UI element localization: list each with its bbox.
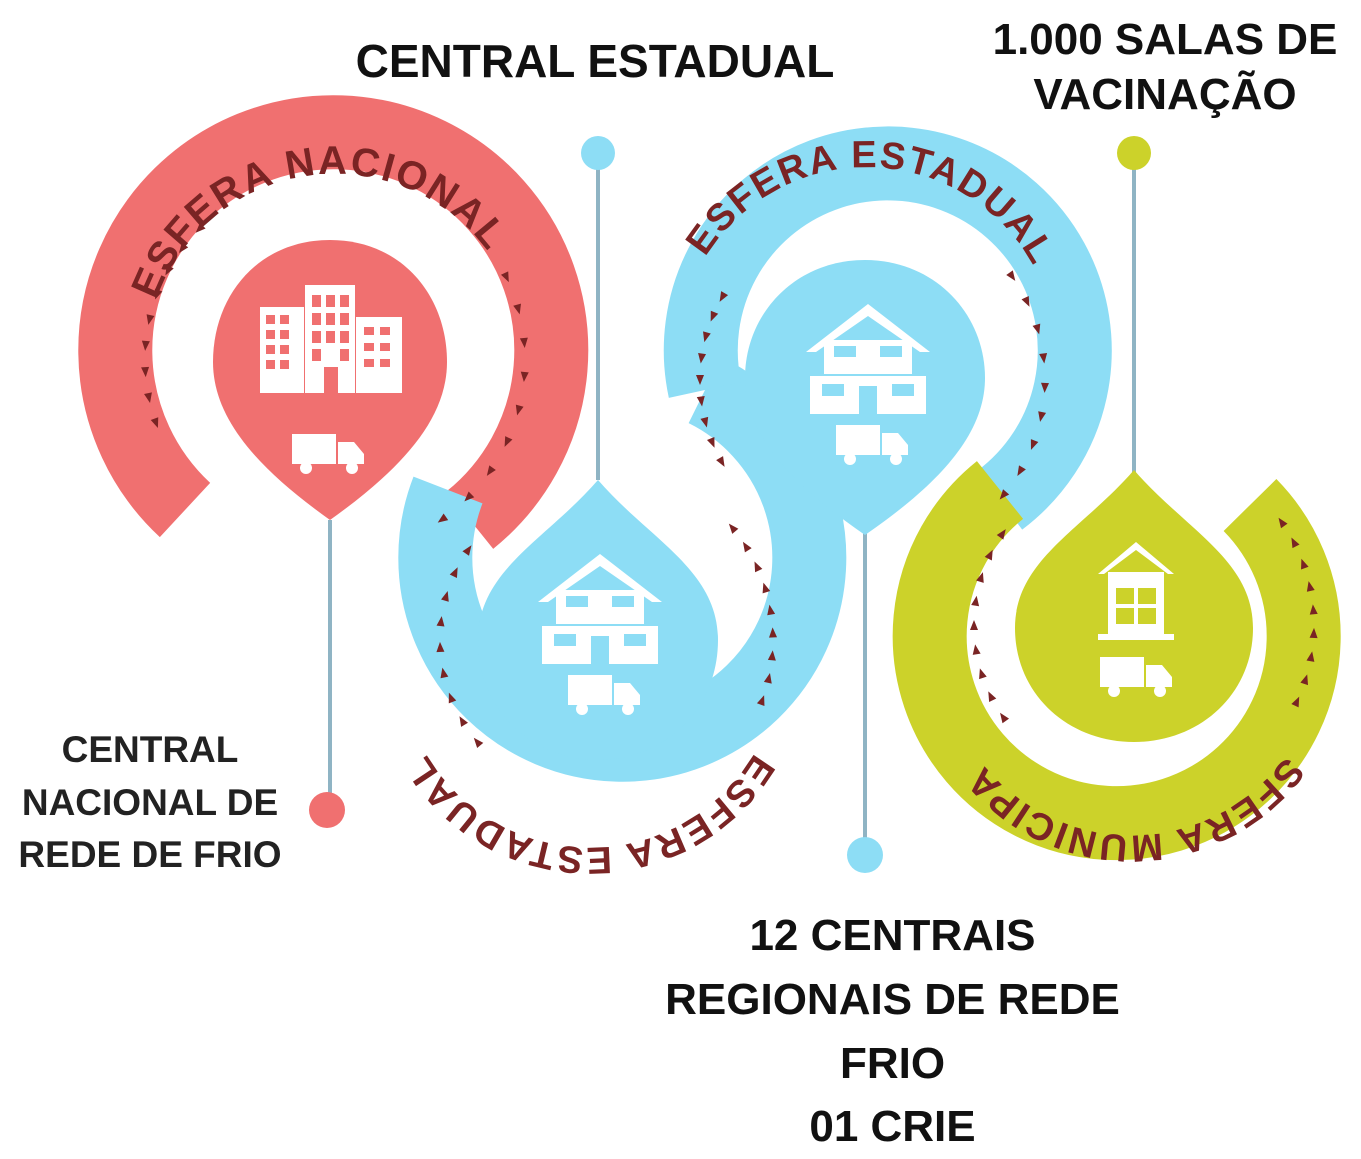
- arrow-chevron: [504, 436, 513, 447]
- arrow-chevron: [972, 644, 981, 655]
- arrow-chevron: [996, 529, 1006, 540]
- arrow-chevron: [703, 331, 711, 343]
- arrow-chevron: [1000, 712, 1010, 724]
- arrow-chevron: [1006, 270, 1016, 281]
- band-state-top: [663, 126, 1112, 530]
- arrow-chevron: [448, 692, 457, 704]
- arrow-chevron: [728, 523, 739, 534]
- dot-national: [309, 792, 345, 828]
- arrow-chevron: [971, 595, 980, 607]
- arrow-chevron: [141, 366, 150, 378]
- arrow-chevron: [500, 271, 509, 283]
- arrow-chevron: [441, 591, 449, 602]
- arrow-chevron: [520, 371, 529, 382]
- arrow-chevron: [698, 353, 707, 364]
- arrow-chevron: [165, 264, 174, 276]
- arrow-chevron: [436, 641, 445, 653]
- arrow-chevron: [984, 549, 993, 561]
- band-state-bottom: [398, 356, 847, 782]
- arrow-chevron: [178, 242, 189, 253]
- arrow-chevron: [515, 404, 524, 416]
- connector-lines: [328, 155, 1136, 850]
- arrow-chevron: [700, 416, 709, 428]
- arrow-chevron: [1032, 323, 1041, 335]
- arrow-chevron: [1306, 651, 1315, 662]
- arrow-chevron: [1021, 295, 1030, 307]
- arrow-chevron: [1291, 537, 1300, 549]
- arrow-chevron: [519, 337, 528, 348]
- arrow-chevron: [195, 222, 206, 233]
- arrow-chevron: [1309, 604, 1318, 615]
- dot-state-bottom: [847, 837, 883, 873]
- arrow-chevron: [988, 691, 997, 703]
- arrow-chevron: [486, 465, 496, 476]
- arrow-chevron: [754, 561, 763, 573]
- arrow-chevron: [1300, 674, 1309, 686]
- band-national: [78, 95, 589, 549]
- arrow-chevron: [513, 303, 521, 315]
- arrow-chevron: [999, 489, 1010, 500]
- arrow-chevron: [436, 616, 445, 627]
- arrow-chevron: [756, 695, 765, 706]
- arrow-chevron: [710, 310, 719, 322]
- arrow-chevron: [440, 667, 449, 679]
- arrow-chevron: [150, 417, 159, 428]
- arrow-chevron: [716, 456, 725, 467]
- arrow-chevron: [146, 314, 155, 325]
- arrow-chevron: [473, 737, 484, 749]
- arrow-chevron: [970, 620, 978, 630]
- arrow-chevron: [437, 513, 449, 523]
- arrow-chevron: [696, 375, 704, 385]
- arrow-chevron: [1039, 353, 1048, 364]
- label-salas-vacinacao: 1.000 SALAS DE VACINAÇÃO: [992, 15, 1338, 119]
- arrow-chevron: [144, 392, 152, 403]
- arrow-chevron: [706, 436, 715, 448]
- arrow-chevron: [976, 572, 984, 583]
- arrow-chevron: [1301, 558, 1309, 570]
- arrow-chevron: [1309, 627, 1318, 639]
- arrow-chevron: [1038, 411, 1047, 422]
- label-central-nacional: CENTRAL NACIONAL DE REDE DE FRIO: [18, 729, 282, 876]
- arrow-chevron: [464, 491, 475, 502]
- arrow-chevron: [763, 673, 772, 684]
- arrow-chevron: [1291, 696, 1300, 708]
- arrow-chevron: [449, 567, 458, 578]
- arrow-chevron: [462, 545, 472, 556]
- arrow-chevron: [769, 627, 778, 638]
- label-central-estadual: CENTRAL ESTADUAL: [355, 35, 835, 87]
- arrow-chevron: [141, 340, 150, 351]
- arrow-chevron: [979, 668, 987, 680]
- arrow-chevron: [767, 650, 776, 661]
- arrow-chevrons: [141, 222, 1318, 749]
- arrow-chevron: [154, 288, 163, 300]
- arrow-chevron: [459, 716, 468, 727]
- band-municipal: [892, 461, 1341, 861]
- arrow-chevron: [1278, 517, 1288, 529]
- arrow-chevron: [767, 604, 776, 616]
- arrow-chevron: [1306, 581, 1315, 592]
- arrow-chevron: [719, 291, 729, 302]
- arrow-chevron: [1030, 439, 1039, 450]
- arrow-chevron: [1017, 465, 1026, 477]
- arrow-chevron: [742, 541, 752, 553]
- dot-municipal: [1117, 136, 1151, 170]
- dot-state-top: [581, 136, 615, 170]
- arrow-chevron: [1041, 382, 1050, 393]
- arrow-chevron: [696, 396, 705, 407]
- label-centrais-regionais: 12 CENTRAIS REGIONAIS DE REDE FRIO 01 CR…: [665, 911, 1120, 1152]
- arrow-chevron: [762, 582, 771, 594]
